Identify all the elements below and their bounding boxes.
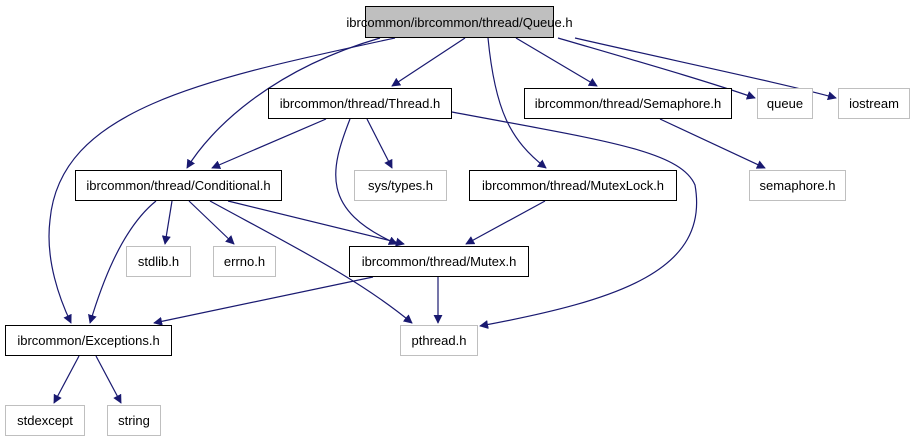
node-mutexlock-h[interactable]: ibrcommon/thread/MutexLock.h — [469, 170, 677, 201]
edge-queue_h-to-mutexlock_h — [487, 37, 547, 169]
node-semaphore-h[interactable]: ibrcommon/thread/Semaphore.h — [524, 88, 732, 119]
edge-semaphore_h-to-sys_semaphore_h — [659, 118, 766, 169]
node-mutex-h[interactable]: ibrcommon/thread/Mutex.h — [349, 246, 529, 277]
node-queue-h: ibrcommon/ibrcommon/thread/Queue.h — [346, 6, 573, 38]
node-stdlib-h: stdlib.h — [126, 246, 191, 277]
edge-conditional_h-to-stdlib_h — [161, 200, 173, 245]
edge-queue_h-to-iostream — [574, 37, 837, 101]
edge-thread_h-to-pthread_h — [451, 111, 698, 329]
node-sys-semaphore-h: semaphore.h — [749, 170, 846, 201]
edge-queue_h-to-semaphore_h — [515, 37, 598, 87]
edge-thread_h-to-conditional_h — [211, 118, 327, 169]
edge-mutexlock_h-to-mutex_h — [465, 200, 546, 245]
node-stdexcept: stdexcept — [5, 405, 85, 436]
node-queue: queue — [757, 88, 813, 119]
node-string: string — [107, 405, 161, 436]
edge-thread_h-to-systypes_h — [366, 118, 393, 169]
edge-exceptions_h-to-stdexcept — [53, 355, 80, 404]
node-conditional-h[interactable]: ibrcommon/thread/Conditional.h — [75, 170, 282, 201]
node-systypes-h: sys/types.h — [354, 170, 447, 201]
node-errno-h: errno.h — [213, 246, 276, 277]
node-iostream: iostream — [838, 88, 910, 119]
edge-queue_h-to-thread_h — [391, 37, 466, 87]
edge-exceptions_h-to-string — [95, 355, 122, 404]
edge-queue_h-to-conditional_h — [186, 37, 381, 169]
node-pthread-h: pthread.h — [400, 325, 478, 356]
edge-queue_h-to-queue — [557, 37, 756, 100]
edge-conditional_h-to-pthread_h — [209, 200, 413, 324]
edge-mutex_h-to-exceptions_h — [153, 276, 374, 326]
edge-thread_h-to-mutex_h — [335, 118, 398, 245]
edge-conditional_h-to-errno_h — [188, 200, 235, 245]
edge-queue_h-to-exceptions_h — [48, 37, 396, 324]
node-thread-h[interactable]: ibrcommon/thread/Thread.h — [268, 88, 452, 119]
node-exceptions-h[interactable]: ibrcommon/Exceptions.h — [5, 325, 172, 356]
edge-conditional_h-to-mutex_h — [227, 200, 405, 247]
edge-conditional_h-to-exceptions_h — [88, 200, 157, 324]
